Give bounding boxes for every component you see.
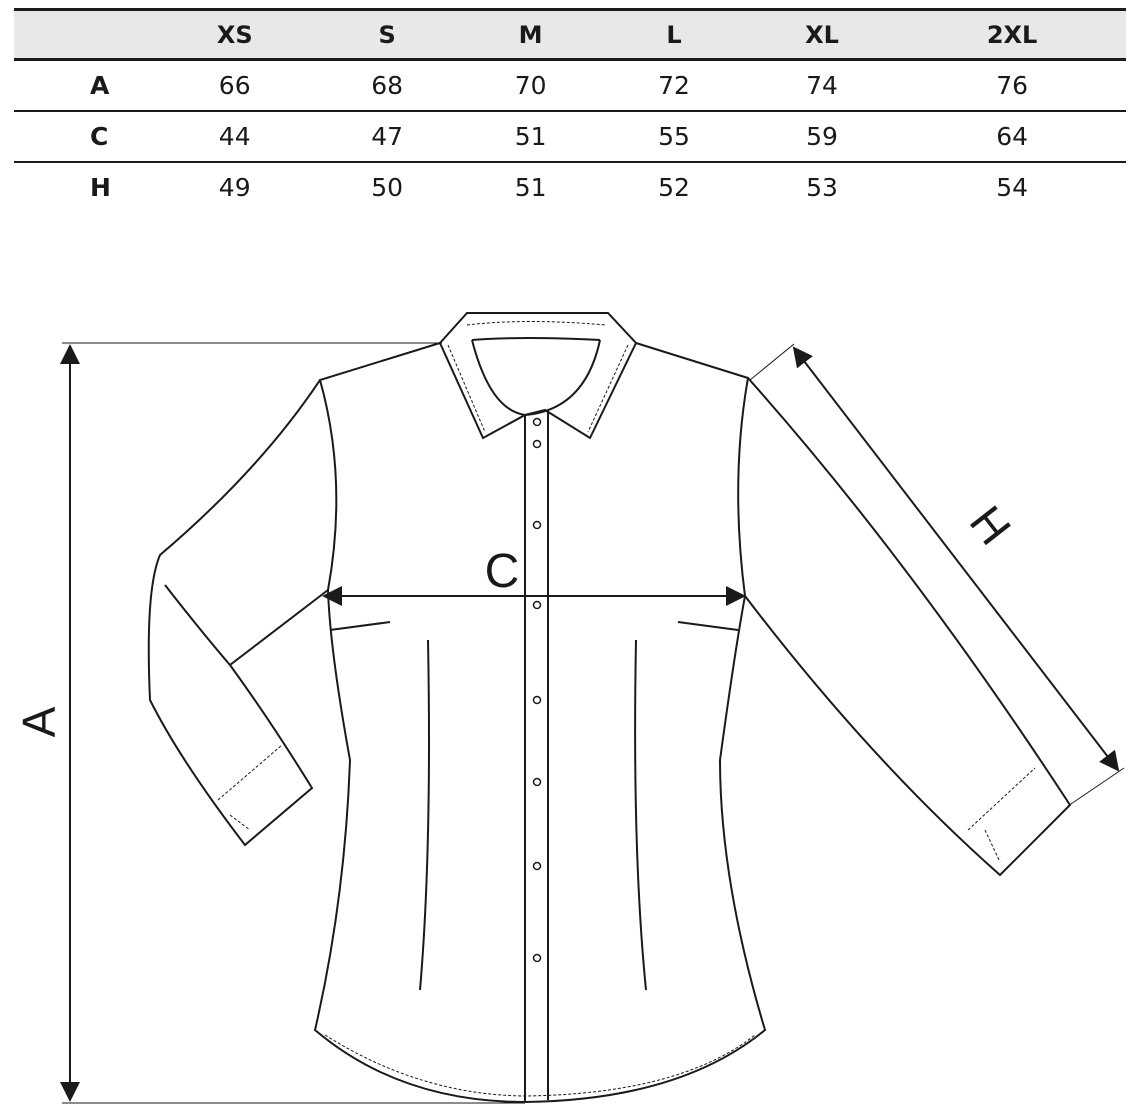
header-cell: L [666,20,682,49]
header-cell: 2XL [986,20,1038,49]
table-cell: 76 [996,70,1028,100]
table-cell: 64 [996,121,1028,151]
table-cell: 49 [218,173,251,202]
row-label: A [90,70,110,100]
table-cell: 52 [658,173,690,202]
table-cell: 47 [371,121,404,151]
table-cell: 54 [996,173,1028,202]
header-cell: XS [216,20,253,49]
table-cell: 72 [658,70,690,100]
label-c: C [485,545,520,598]
table-cell: 66 [218,70,251,100]
header-cell: S [378,20,396,49]
dimension-c: C [322,545,746,606]
shirt-outline [147,312,1072,1104]
table-row: A 66 68 70 72 74 76 [14,60,1126,111]
table-cell: 53 [806,173,838,202]
label-h: H [960,496,1021,554]
row-label: C [90,121,109,151]
dimension-h: H [749,343,1125,807]
label-a: A [13,706,65,737]
table-header-row: XS S M L XL 2XL [14,9,1126,60]
buttons [532,417,542,963]
table-row: C 44 47 51 55 59 64 [14,111,1126,162]
table-cell: 55 [658,121,690,151]
table-cell: 51 [514,121,547,151]
row-label: H [90,173,111,202]
header-cell: M [518,20,543,49]
table-cell: 59 [806,121,838,151]
table-cell: 50 [371,173,404,202]
table-cell: 70 [514,70,547,100]
table-cell: 68 [371,70,404,100]
table-cell: 51 [514,173,547,202]
dimension-a: A [13,342,525,1104]
table-cell: 44 [218,121,251,151]
table-row: H 49 50 51 52 53 54 [14,162,1126,213]
table-cell: 74 [806,70,838,100]
header-cell: XL [805,20,839,49]
